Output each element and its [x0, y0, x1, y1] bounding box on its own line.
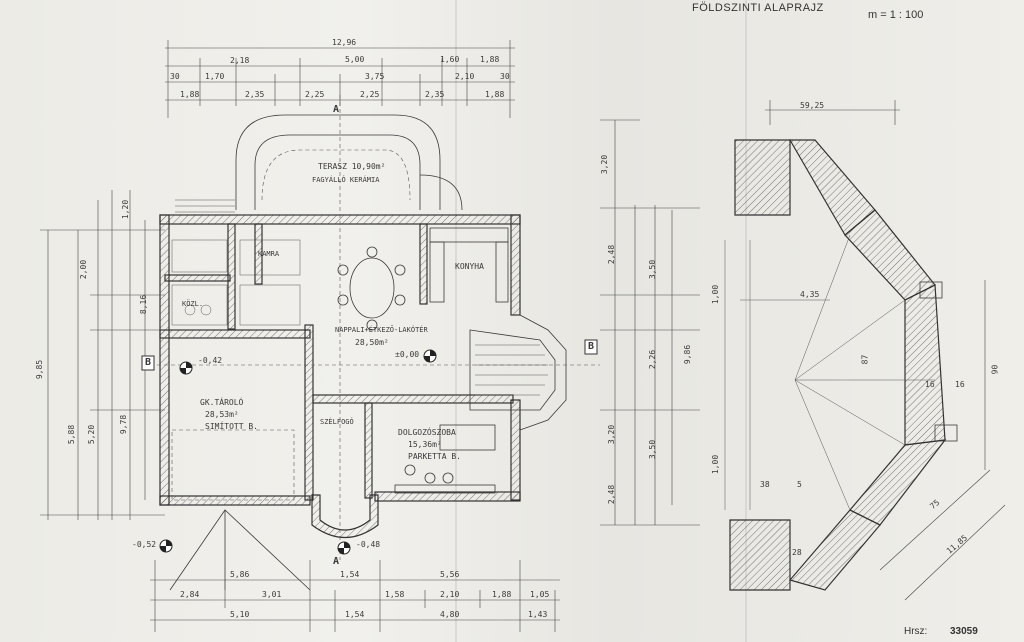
section-mark: B — [145, 357, 152, 368]
room-label-pantry: KAMRA — [258, 250, 280, 258]
dimension-text: 1,54 — [340, 570, 360, 579]
room-label-corridor: KÖZL. — [182, 300, 204, 308]
dimension-text: 3,20 — [600, 154, 610, 175]
dimension-text: 2,84 — [180, 590, 200, 599]
section-mark: A — [333, 556, 340, 567]
dimension-text: 2,48 — [607, 484, 617, 505]
dimension-text: 30 — [170, 72, 180, 81]
level-value: ±0,00 — [395, 350, 420, 359]
dimension-text: 9,78 — [119, 414, 129, 435]
section-mark: B — [588, 341, 595, 352]
room-floor-terrace: FAGYÁLLÓ KERÁMIA — [312, 176, 380, 184]
dimension-text: 1,88 — [492, 590, 512, 599]
parcel-number: 33059 — [950, 626, 978, 637]
main-walls — [159, 214, 521, 506]
room-area-garage: 28,53m² — [205, 410, 239, 419]
dimension-text: 5,56 — [440, 570, 460, 579]
room-area-living: 28,50m² — [355, 338, 389, 347]
room-label-office: DOLGOZÓSZOBA — [398, 428, 456, 437]
detail-dimension: 87 — [860, 354, 870, 365]
section-mark: A — [333, 104, 340, 115]
detail-dimension: 4,35 — [800, 290, 820, 299]
detail-dimension: 28 — [792, 548, 802, 557]
room-floor-office: PARKETTA B. — [408, 452, 461, 461]
dimension-text: 1,58 — [385, 590, 405, 599]
detail-dimension: 90 — [990, 364, 1000, 375]
dimension-text: 1,88 — [480, 55, 500, 64]
dimension-text: 1,20 — [121, 199, 131, 220]
detail-dimension: 1,00 — [711, 284, 721, 305]
room-label-terrace: TERASZ 10,90m² — [318, 162, 386, 171]
dimension-text: 9,86 — [683, 344, 693, 365]
dimension-text: 2,18 — [230, 56, 250, 65]
room-label-vestibule: SZÉLFOGÓ — [320, 418, 354, 426]
paper-fold — [745, 0, 747, 642]
dimension-text: 2,10 — [455, 72, 475, 81]
dimension-text: 5,20 — [87, 424, 97, 445]
dimension-text: 2,25 — [360, 90, 380, 99]
dimension-text: 5,86 — [230, 570, 250, 579]
dimension-text: 5,88 — [67, 424, 77, 445]
detail-drawing — [724, 100, 1006, 601]
dimension-text: 1,70 — [205, 72, 225, 81]
right-dimension-lines — [600, 119, 700, 526]
dimension-text: 3,50 — [648, 259, 658, 280]
drawing-scale: m = 1 : 100 — [868, 9, 924, 21]
level-value: -0,52 — [132, 540, 157, 549]
paper-fold — [455, 0, 457, 642]
dimension-text: 1,54 — [345, 610, 365, 619]
detail-dimension: 59,25 — [800, 101, 825, 110]
dimension-text: 3,75 — [365, 72, 385, 81]
level-markers — [159, 349, 437, 555]
dimension-text: 2,25 — [305, 90, 325, 99]
parcel-number-label: Hrsz: — [904, 626, 928, 637]
room-label-kitchen: KONYHA — [455, 262, 484, 271]
dimension-text: 5,10 — [230, 610, 250, 619]
dimension-text: 30 — [500, 72, 510, 81]
level-value: -0,48 — [356, 540, 381, 549]
detail-dimension: 5 — [797, 480, 802, 489]
detail-dimension: 16 — [925, 380, 935, 389]
dimension-text: 5,00 — [345, 55, 365, 64]
dimension-text: 3,50 — [648, 439, 658, 460]
room-area-office: 15,36m² — [408, 440, 442, 449]
dimension-overall-width: 12,96 — [332, 38, 357, 47]
dimension-text: 2,35 — [245, 90, 265, 99]
dimension-text: 3,20 — [607, 424, 617, 445]
dimension-text: 1,05 — [530, 590, 550, 599]
dimension-text: 1,88 — [180, 90, 200, 99]
dimension-text: 1,43 — [528, 610, 548, 619]
top-dimension-lines — [165, 40, 515, 118]
dimension-text: 1,60 — [440, 55, 460, 64]
dimension-text: 3,01 — [262, 590, 282, 599]
detail-dimension: 38 — [760, 480, 770, 489]
room-floor-garage: SIMÍTOTT B. — [205, 422, 258, 431]
dimension-text: 8,16 — [139, 294, 149, 315]
dimension-text: 2,26 — [648, 349, 658, 370]
bottom-dimension-lines — [150, 560, 560, 632]
level-value: -0,42 — [198, 356, 223, 365]
section-markers — [141, 95, 600, 560]
dimension-text: 9,85 — [35, 359, 45, 380]
left-dimension-lines — [40, 190, 165, 520]
dimension-text: 2,10 — [440, 590, 460, 599]
drawing-title: FÖLDSZINTI ALAPRAJZ — [692, 2, 824, 14]
room-label-garage: GK.TÁROLÓ — [200, 398, 244, 407]
dimension-text: 4,80 — [440, 610, 460, 619]
dimension-text: 2,48 — [607, 244, 617, 265]
dimension-text: 2,00 — [79, 259, 89, 280]
detail-dimension: 1,00 — [711, 454, 721, 475]
dimension-text: 1,88 — [485, 90, 505, 99]
detail-dimension: 16 — [955, 380, 965, 389]
dimension-text: 2,35 — [425, 90, 445, 99]
room-label-living: NAPPALI+ÉTKEZŐ-LAKÓTÉR — [335, 326, 428, 334]
